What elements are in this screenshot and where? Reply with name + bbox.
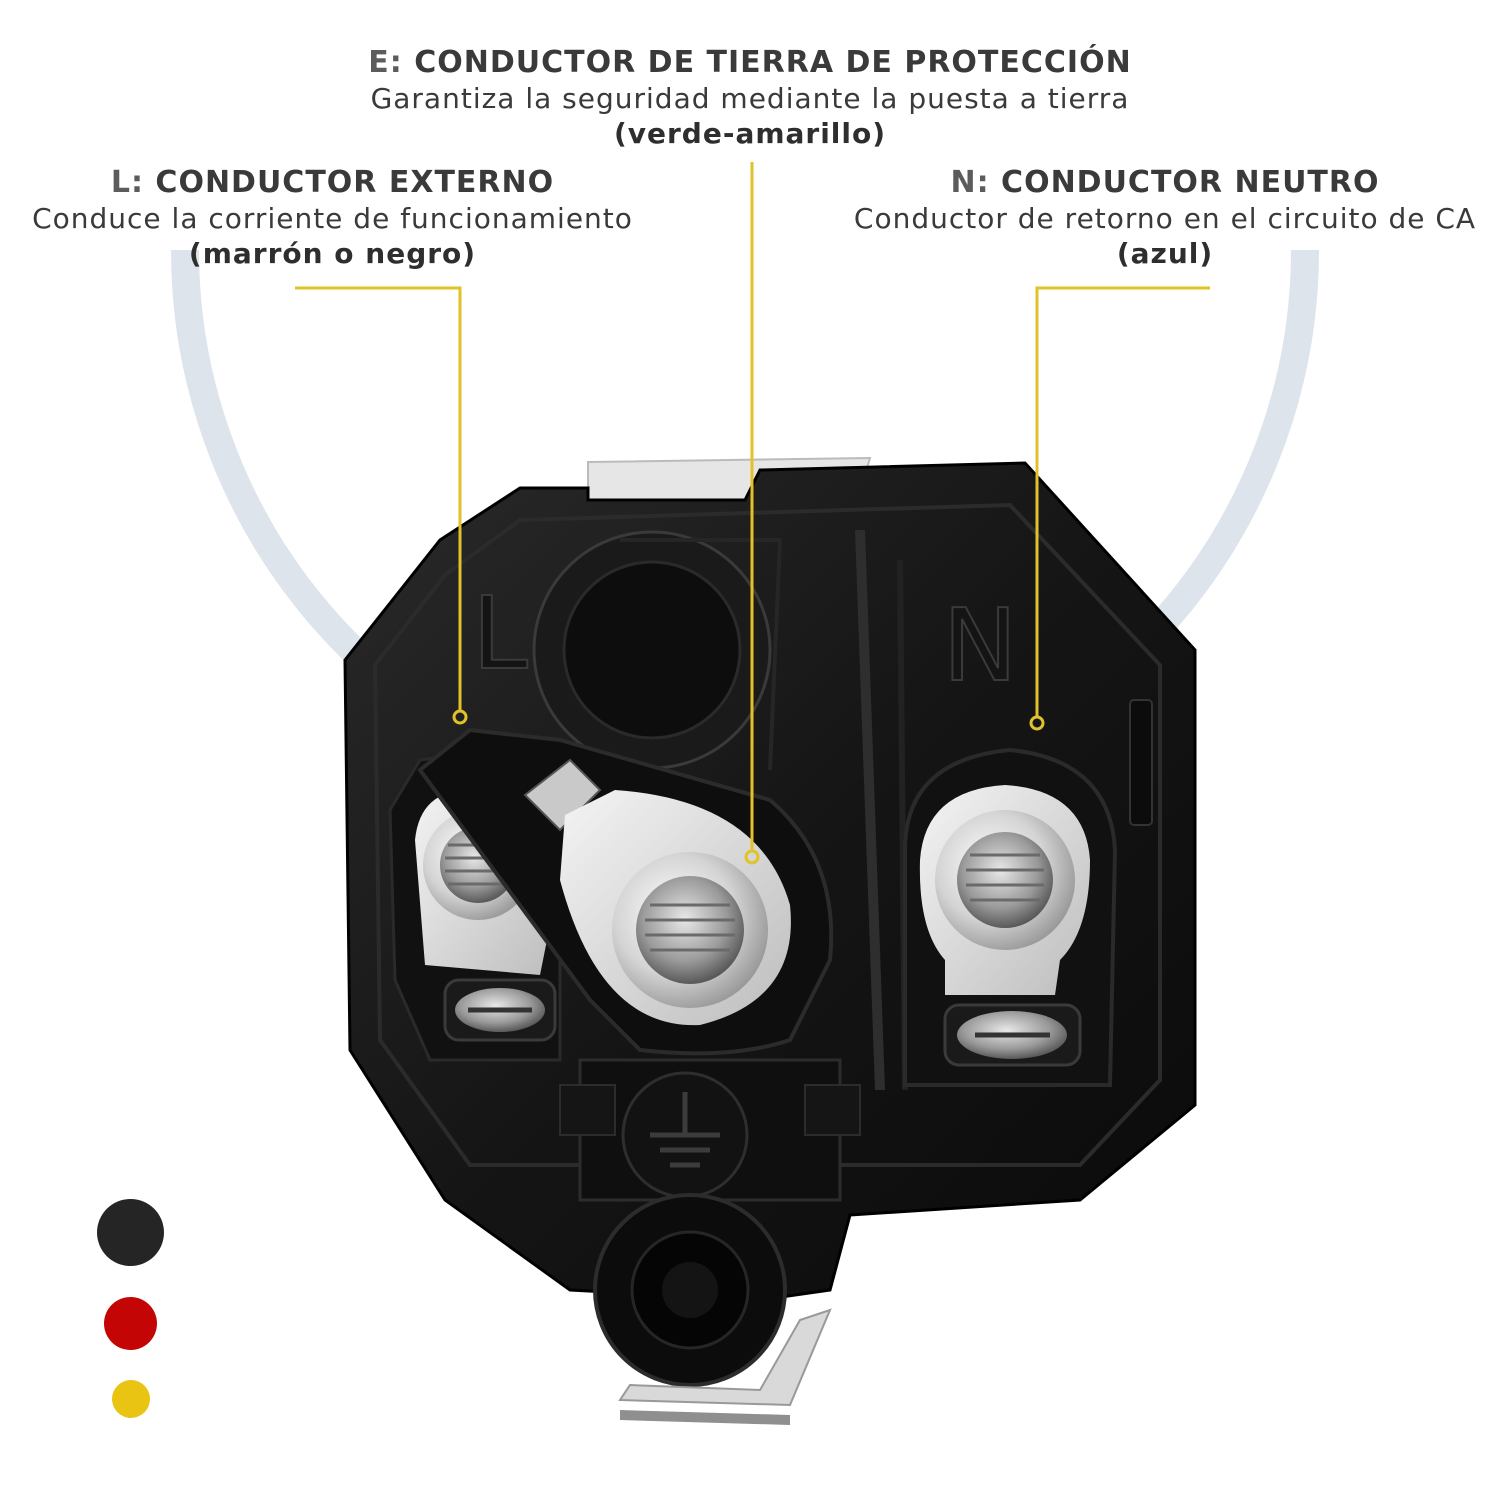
label-line-color-note: (marrón o negro) [188,237,477,270]
plug-body: L N [343,456,1197,1425]
label-earth-description: Garantiza la seguridad mediante la puest… [370,82,1130,115]
label-line-title: CONDUCTOR EXTERNO [155,165,555,200]
leader-line-n [1035,286,1210,718]
color-swatch-black [97,1199,164,1266]
label-earth-code: E: [368,45,403,80]
color-swatch-red [104,1297,157,1350]
color-swatch-yellow [112,1380,150,1418]
label-line-code: L: [110,165,144,200]
plug-mark-l: L [472,575,528,692]
label-earth-color-note: (verde-amarillo) [613,117,887,150]
leader-dot-l [452,709,468,725]
ground-symbol-icon [621,1071,749,1199]
label-neutral-description: Conductor de retorno en el circuito de C… [853,202,1477,235]
label-line-conductor: L: CONDUCTOR EXTERNO Conduce la corrient… [0,165,665,271]
label-line-description: Conduce la corriente de funcionamiento [32,202,633,235]
label-earth-conductor: E: CONDUCTOR DE TIERRA DE PROTECCIÓN Gar… [310,45,1190,151]
plug-mark-n: N [943,587,1018,704]
leader-dot-e [744,849,760,865]
leader-lines [295,162,1210,852]
leader-line-l [295,286,462,712]
label-neutral-conductor: N: CONDUCTOR NEUTRO Conductor de retorno… [830,165,1500,271]
label-earth-heading: E: CONDUCTOR DE TIERRA DE PROTECCIÓN [310,45,1190,81]
leader-dot-n [1029,715,1045,731]
label-neutral-color-note: (azul) [1116,237,1214,270]
label-neutral-heading: N: CONDUCTOR NEUTRO [830,165,1500,201]
label-earth-title: CONDUCTOR DE TIERRA DE PROTECCIÓN [414,45,1132,80]
label-neutral-title: CONDUCTOR NEUTRO [1001,165,1380,200]
label-neutral-code: N: [950,165,990,200]
label-line-heading: L: CONDUCTOR EXTERNO [0,165,665,201]
